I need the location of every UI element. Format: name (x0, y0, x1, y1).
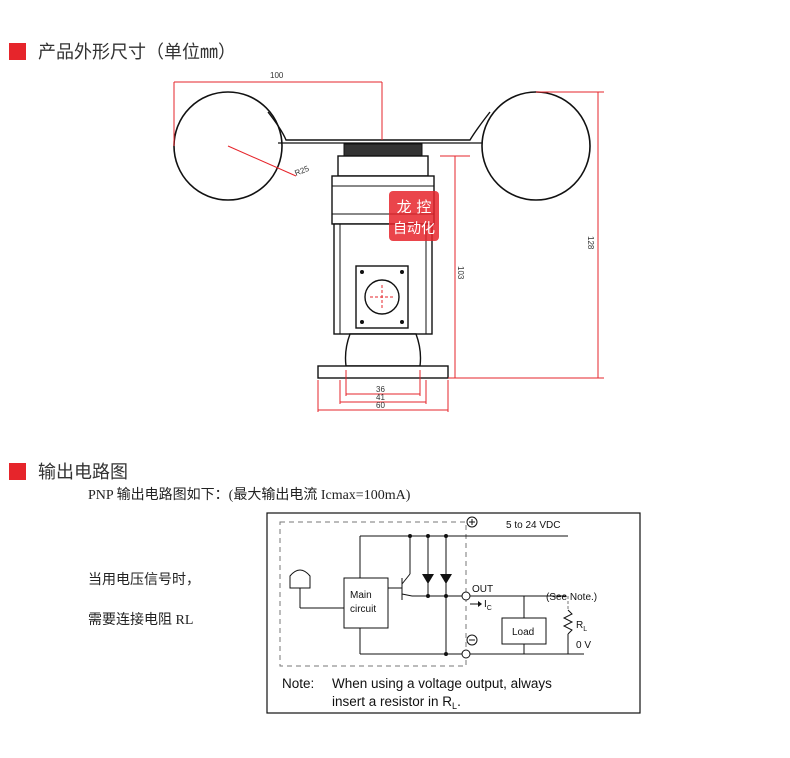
svg-text:Load: Load (512, 627, 534, 638)
hub (343, 143, 423, 157)
section-header-circuit: 输出电路图 (9, 458, 128, 484)
dim-128: 128 (586, 236, 595, 250)
right-cup (481, 91, 591, 201)
zero-v-label: 0 V (576, 640, 591, 651)
voltage-note: 当用电压信号时， (88, 573, 200, 588)
load-box (501, 617, 547, 645)
note-line-1: When using a voltage output, always (332, 676, 552, 691)
dim-100: 100 (270, 71, 284, 80)
section-marker (9, 42, 26, 60)
main-circuit-box (343, 577, 389, 629)
out-label: OUT (472, 584, 493, 595)
svg-text:circuit: circuit (350, 604, 376, 615)
section-title: 输出电路图 (38, 462, 128, 483)
ic-label: IC (484, 599, 492, 612)
circuit-intro: PNP 输出电路图如下：(最大输出电流 Icmax=100mA) (88, 488, 411, 503)
dim-r25: R25 (293, 164, 310, 178)
pnp-circuit-diagram: 5 to 24 VDC Main circuit OUT IC Load (Se… (266, 512, 641, 714)
section-title: 产品外形尺寸（单位㎜） (38, 42, 236, 63)
rl-label: RL (576, 620, 587, 633)
base (317, 365, 449, 379)
note-label: Note: (282, 676, 314, 691)
svg-text:龙 控: 龙 控 (397, 198, 432, 216)
led-icon (289, 569, 311, 589)
section-marker (9, 462, 26, 480)
see-note-label: (See Note.) (546, 592, 597, 603)
supply-label: 5 to 24 VDC (506, 520, 560, 531)
section-header-dimensions: 产品外形尺寸（单位㎜） (9, 38, 236, 64)
note-line-2: insert a resistor in RL. (332, 694, 461, 711)
dim-60: 60 (376, 401, 385, 410)
dim-36: 36 (376, 385, 385, 394)
anemometer-dimension-drawing: 100 R25 103 128 36 41 60 (173, 71, 604, 412)
dim-103: 103 (456, 266, 465, 280)
dim-41: 41 (376, 393, 385, 402)
watermark-logo: 龙 控 自动化 (389, 191, 439, 241)
svg-text:自动化: 自动化 (393, 221, 435, 237)
resistor-note: 需要连接电阻 RL (88, 613, 194, 628)
svg-text:Main: Main (350, 590, 372, 601)
arm (267, 111, 491, 141)
resistor-icon (562, 609, 574, 635)
